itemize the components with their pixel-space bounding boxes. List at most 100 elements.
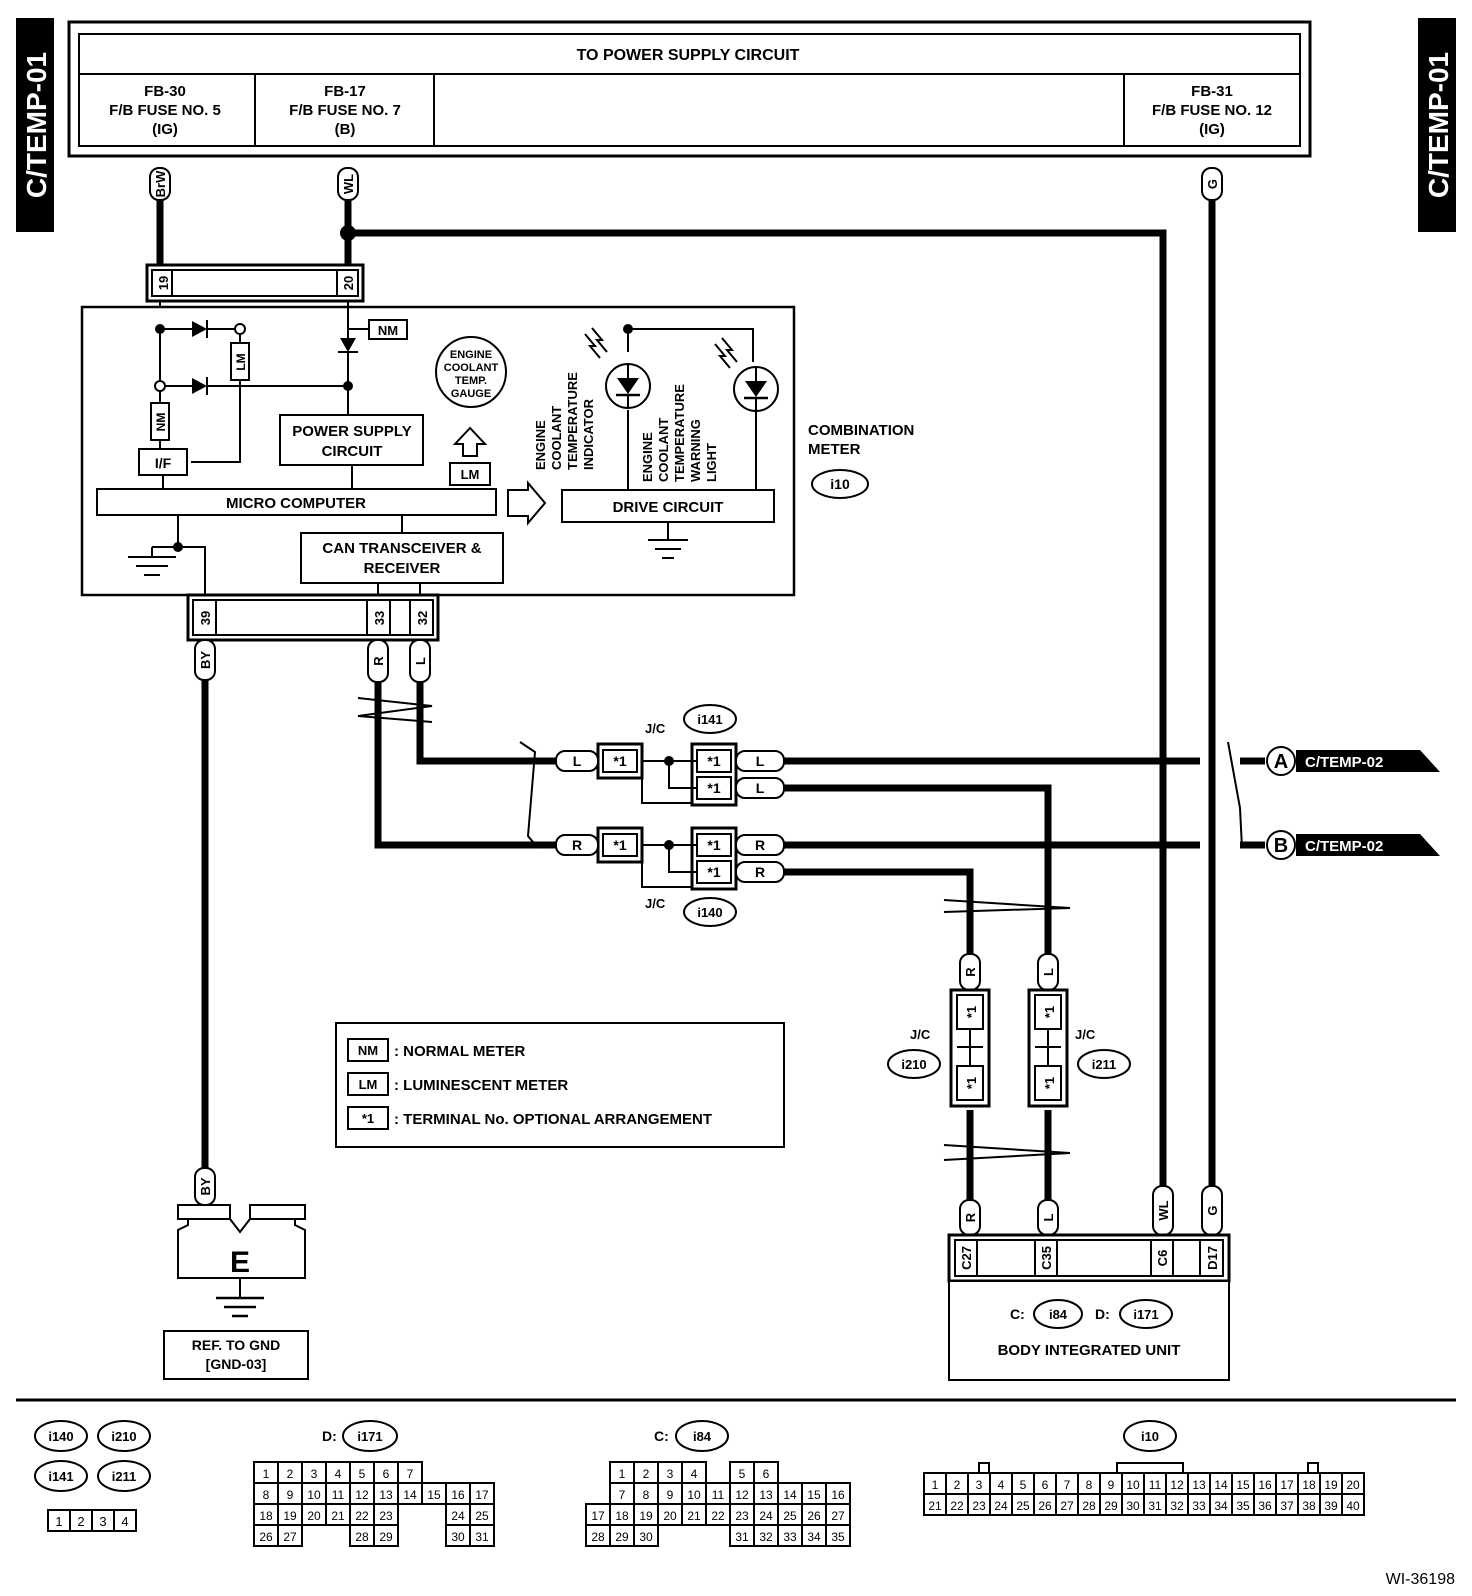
pin-number: 33 — [783, 1530, 797, 1544]
svg-text:D17: D17 — [1205, 1246, 1220, 1270]
pin-number: 16 — [451, 1488, 465, 1502]
svg-text:C35: C35 — [1039, 1246, 1054, 1270]
svg-text:*1: *1 — [613, 753, 626, 769]
svg-text:: LUMINESCENT METER: : LUMINESCENT METER — [394, 1077, 568, 1094]
pin-number: 21 — [928, 1499, 942, 1513]
pin-number: 31 — [735, 1530, 749, 1544]
pin-number: 2 — [287, 1467, 294, 1481]
svg-text:32: 32 — [415, 611, 430, 625]
pin-number: 1 — [55, 1514, 62, 1529]
wire-tag-h-3: L — [735, 777, 785, 799]
svg-text:19: 19 — [156, 276, 171, 290]
svg-text:TEMPERATURE: TEMPERATURE — [672, 384, 687, 482]
svg-text:NM: NM — [378, 323, 398, 338]
pin-number: 10 — [1126, 1478, 1140, 1492]
pin-number: 5 — [1020, 1478, 1027, 1492]
pin-number: 19 — [283, 1509, 297, 1523]
pin-number: 4 — [335, 1467, 342, 1481]
wire-tag-r-jc: R — [959, 953, 981, 991]
pin-number: 25 — [783, 1509, 797, 1523]
pin-number: 12 — [1170, 1478, 1184, 1492]
svg-text:NM: NM — [154, 413, 168, 432]
svg-text:C/TEMP-01: C/TEMP-01 — [1423, 52, 1454, 198]
pin-cell — [277, 1524, 303, 1547]
left-tab: C/TEMP-01 — [16, 18, 54, 232]
svg-text:*1: *1 — [964, 1006, 979, 1018]
pin-number: 16 — [831, 1488, 845, 1502]
pin-number: 8 — [1086, 1478, 1093, 1492]
svg-text:R: R — [572, 837, 582, 853]
wire-tag-l-meter: L — [409, 639, 431, 683]
pin-number: 30 — [1126, 1499, 1140, 1513]
pin-number: 3 — [311, 1467, 318, 1481]
pin-number: 21 — [687, 1509, 701, 1523]
pin-number: 17 — [1280, 1478, 1294, 1492]
svg-text:i84: i84 — [693, 1429, 712, 1444]
combination-meter-label: COMBINATION METER i10 — [808, 422, 914, 499]
pin-number: 11 — [332, 1488, 345, 1502]
pin-number: 27 — [1060, 1499, 1074, 1513]
pin-number: 2 — [77, 1514, 84, 1529]
pin-number: 1 — [263, 1467, 270, 1481]
svg-text:J/C: J/C — [910, 1027, 931, 1042]
svg-text:*1: *1 — [707, 753, 720, 769]
svg-text:COOLANT: COOLANT — [444, 362, 499, 374]
svg-text:*1: *1 — [613, 837, 626, 853]
pin-number: 9 — [667, 1488, 674, 1502]
wire-tag-l-biu: L — [1037, 1199, 1059, 1236]
svg-text:i210: i210 — [111, 1429, 136, 1444]
pin-number: 6 — [763, 1467, 770, 1481]
svg-text:i10: i10 — [1141, 1429, 1159, 1444]
wire-tag-brw: BrW — [149, 167, 171, 201]
break-marks — [357, 697, 1243, 1161]
svg-text:i10: i10 — [830, 476, 850, 492]
svg-text:(IG): (IG) — [1199, 121, 1225, 138]
pin-number: 2 — [643, 1467, 650, 1481]
pin-number: 39 — [1324, 1499, 1338, 1513]
svg-text:COMBINATION: COMBINATION — [808, 422, 914, 439]
svg-text:RECEIVER: RECEIVER — [364, 560, 441, 577]
svg-text:C/TEMP-02: C/TEMP-02 — [1305, 838, 1383, 855]
svg-text:C/TEMP-01: C/TEMP-01 — [21, 52, 52, 198]
svg-text:R: R — [755, 837, 765, 853]
svg-text:WL: WL — [341, 174, 356, 194]
wire-tag-wl: WL — [337, 167, 359, 201]
pin-number: 22 — [355, 1509, 369, 1523]
svg-text:C6: C6 — [1155, 1250, 1170, 1267]
pin-number: 3 — [99, 1514, 106, 1529]
pin-number: 2 — [954, 1478, 961, 1492]
legend: NM : NORMAL METER LM : LUMINESCENT METER… — [335, 1022, 785, 1148]
pin-number: 23 — [735, 1509, 749, 1523]
svg-text:ENGINE: ENGINE — [533, 420, 548, 470]
pin-number: 28 — [591, 1530, 605, 1544]
pin-number: 19 — [639, 1509, 653, 1523]
meter-connector-bottom: 39 33 32 — [186, 593, 440, 642]
svg-text:FB-17: FB-17 — [324, 83, 366, 100]
svg-text:FB-30: FB-30 — [144, 83, 186, 100]
svg-text:LM: LM — [461, 467, 480, 482]
pin-number: 27 — [283, 1530, 297, 1544]
pin-number: 24 — [994, 1499, 1008, 1513]
svg-text:LIGHT: LIGHT — [704, 443, 719, 482]
svg-text:: NORMAL METER: : NORMAL METER — [394, 1043, 526, 1060]
svg-text:BrW: BrW — [153, 170, 168, 197]
svg-text:J/C: J/C — [1075, 1027, 1096, 1042]
pin-cell — [373, 1524, 399, 1547]
wire-tag-h-2: L — [735, 750, 785, 772]
pin-number: 28 — [355, 1530, 369, 1544]
pin-number: 25 — [1016, 1499, 1030, 1513]
wire-tag-wl-biu: WL — [1152, 1185, 1174, 1236]
svg-text:METER: METER — [808, 441, 861, 458]
svg-text:F/B FUSE NO. 7: F/B FUSE NO. 7 — [289, 102, 401, 119]
svg-text:L: L — [573, 753, 582, 769]
svg-text:39: 39 — [198, 611, 213, 625]
svg-text:POWER SUPPLY: POWER SUPPLY — [292, 423, 411, 440]
pin-number: 27 — [831, 1509, 845, 1523]
svg-text:i211: i211 — [112, 1469, 137, 1484]
pin-cell — [633, 1524, 659, 1547]
svg-text:A: A — [1274, 751, 1288, 773]
svg-text:F/B FUSE NO. 12: F/B FUSE NO. 12 — [1152, 102, 1272, 119]
pin-number: 1 — [619, 1467, 626, 1481]
